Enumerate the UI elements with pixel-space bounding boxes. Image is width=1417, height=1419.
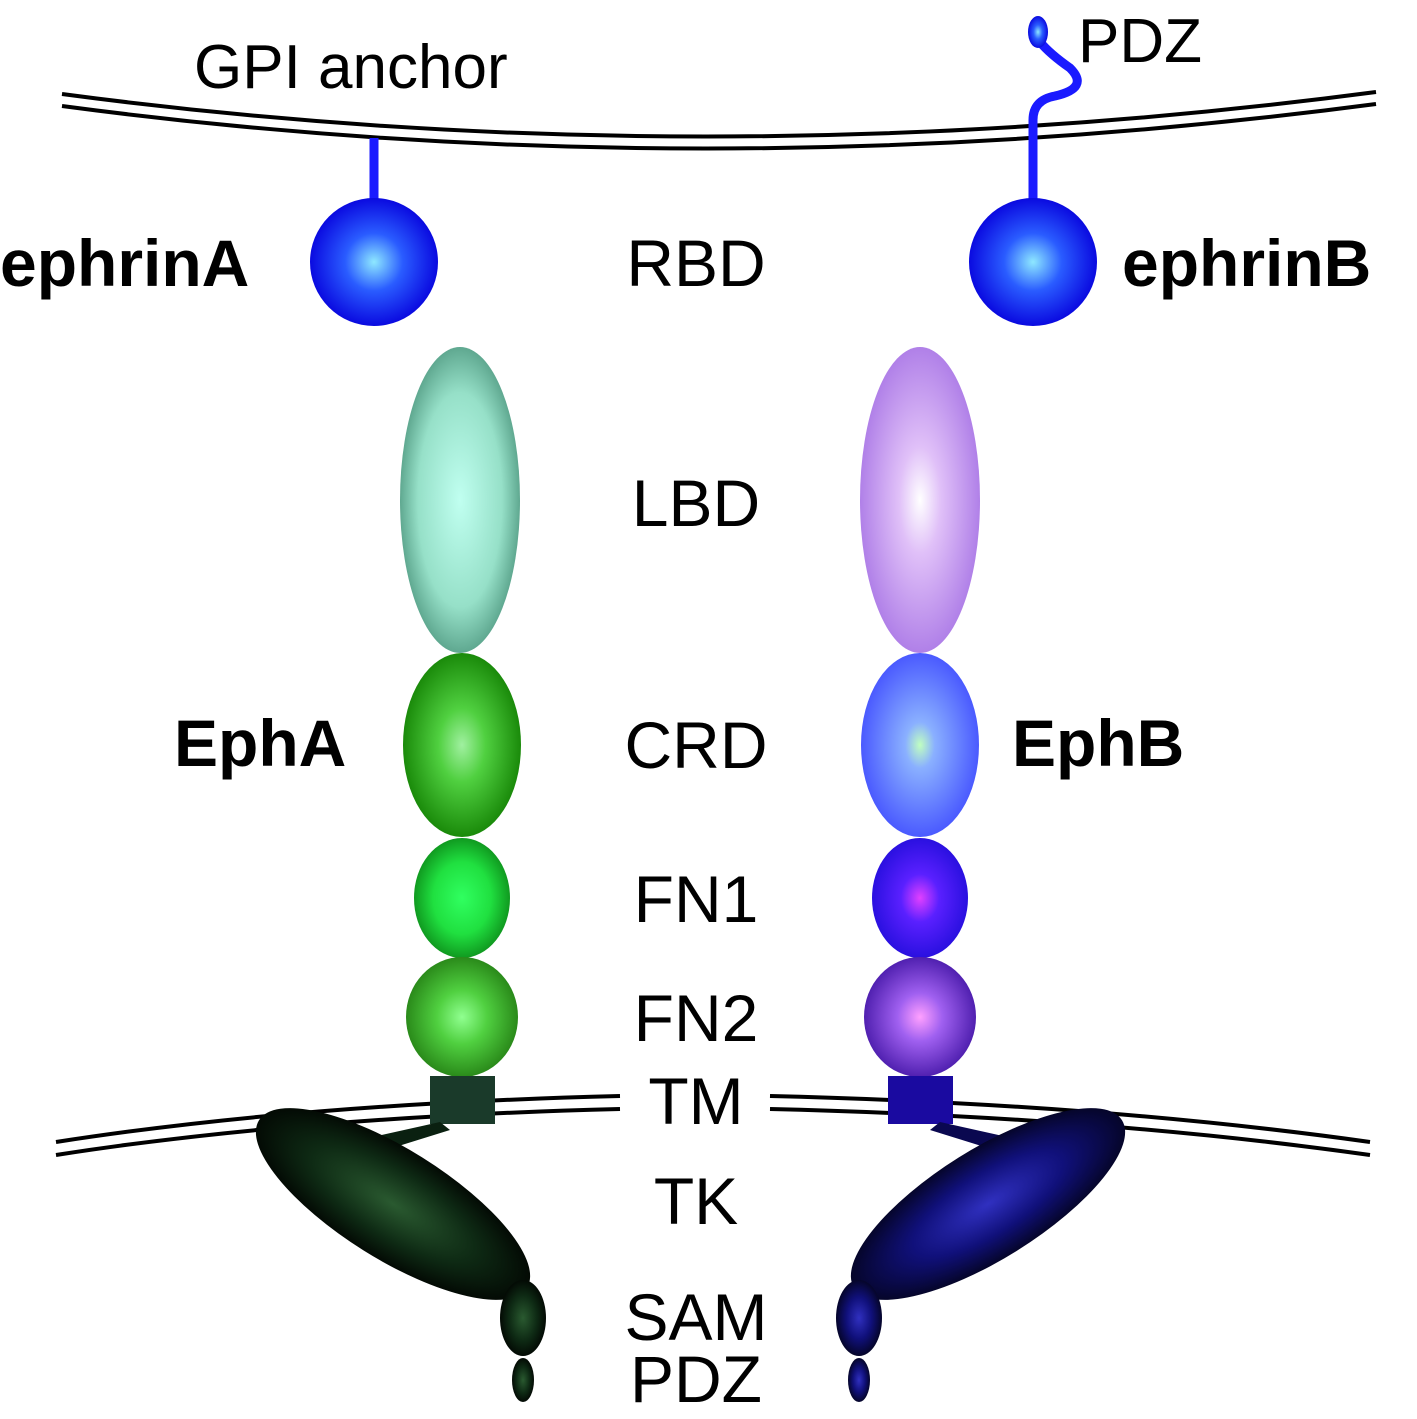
domain-label-fn1: FN1 (634, 862, 759, 936)
ephb-fn1 (872, 838, 968, 958)
ephrin-a-rbd (310, 198, 438, 326)
ephrin-b-rbd (969, 198, 1097, 326)
ephrin-a-label: ephrinA (0, 226, 249, 300)
epha-label: EphA (174, 706, 346, 780)
ephrin-b-pdz-binding-motif (1028, 16, 1048, 48)
domain-label-sam: SAM (624, 1280, 767, 1354)
ephb-label: EphB (1012, 706, 1184, 780)
domain-label-rbd: RBD (626, 226, 765, 300)
epha-sam (500, 1280, 546, 1356)
epha-tm (430, 1076, 495, 1124)
pdz-top-label: PDZ (1078, 7, 1202, 76)
ephrin-b-cytoplasmic-tail (1028, 37, 1082, 205)
ephb-pdz (848, 1358, 870, 1402)
epha-crd (403, 653, 521, 837)
epha-fn2 (406, 957, 518, 1077)
ephb-crd (861, 653, 979, 837)
epha-tk (255, 1108, 531, 1300)
epha-lbd (400, 347, 520, 653)
domain-label-tk: TK (654, 1164, 738, 1238)
ephrin-b-label: ephrinB (1122, 226, 1371, 300)
epha-pdz (512, 1358, 534, 1402)
ephb-fn2 (864, 957, 976, 1077)
ephb-sam (836, 1280, 882, 1356)
ephb-lbd (860, 347, 980, 653)
epha-fn1 (414, 838, 510, 958)
domain-label-lbd: LBD (632, 466, 760, 540)
domain-label-crd: CRD (625, 708, 768, 782)
upper-membrane (61, 90, 1377, 151)
ephb-tm (888, 1076, 953, 1124)
domain-label-tm: TM (648, 1064, 743, 1138)
ephb-tk (850, 1108, 1126, 1300)
epha-receptor (255, 347, 546, 1402)
ephb-receptor (836, 347, 1126, 1402)
gpi-anchor-label: GPI anchor (194, 33, 508, 102)
domain-label-fn2: FN2 (634, 981, 759, 1055)
domain-label-pdz: PDZ (630, 1342, 762, 1416)
